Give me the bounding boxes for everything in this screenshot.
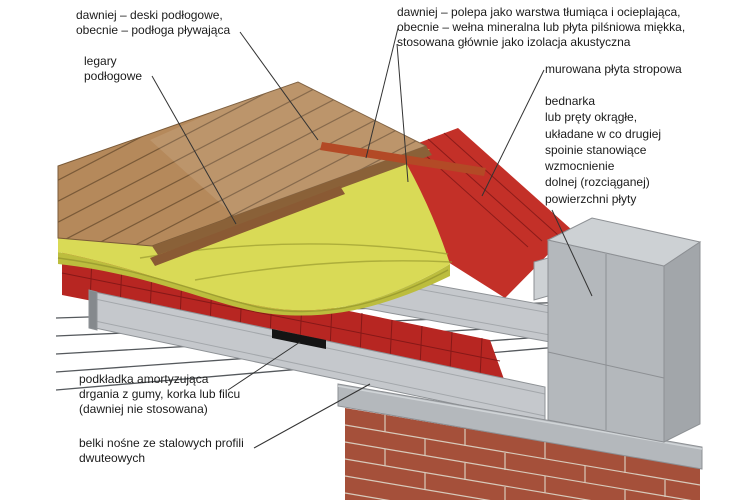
label-line: podkładka amortyzująca	[79, 372, 209, 386]
label-line: murowana płyta stropowa	[545, 62, 682, 76]
leader-lines	[151, 27, 593, 449]
label-line: (dawniej nie stosowana)	[79, 402, 208, 416]
label-murowana-plyta: murowana płyta stropowa	[545, 62, 682, 77]
plank-deck-edge	[152, 146, 432, 255]
label-bednarka: bednarka lub pręty okrągłe, układane w c…	[545, 93, 661, 207]
label-legary: legary podłogowe	[84, 54, 142, 84]
label-line: belki nośne ze stalowych profili	[79, 436, 244, 450]
label-line: obecnie – podłoga pływająca	[76, 23, 231, 37]
label-polepa-welna: dawniej – polepa jako warstwa tłumiąca i…	[397, 5, 685, 50]
label-line: układane w co drugiej	[545, 126, 662, 141]
label-line: bednarka	[545, 94, 596, 108]
label-podkladka: podkładka amortyzująca drgania z gumy, k…	[79, 372, 240, 417]
leader-polepa-2	[396, 43, 409, 183]
damping-pad-lower	[272, 329, 326, 349]
leader-belki	[253, 383, 371, 449]
leader-deski	[239, 31, 319, 141]
plank-deck	[57, 81, 432, 255]
label-line: spoinie stanowiące	[545, 142, 647, 157]
wall-block	[533, 217, 702, 443]
label-line: dolnej (rozciąganej)	[545, 175, 650, 190]
leader-polepa-1	[365, 27, 399, 159]
label-line: dawniej – polepa jako warstwa tłumiąca i…	[397, 5, 681, 19]
leader-murowana	[481, 69, 545, 197]
floor-joist-top	[320, 142, 486, 176]
leader-bednarka	[551, 209, 593, 297]
label-line: legary	[84, 54, 117, 68]
label-line: dwuteowych	[79, 451, 146, 465]
label-line: lub pręty okrągłe,	[545, 110, 638, 125]
label-line: drgania z gumy, korka lub filcu	[79, 387, 241, 401]
label-deski-podlogowe: dawniej – deski podłogowe, obecnie – pod…	[76, 8, 230, 38]
label-line: stosowana głównie jako izolacja akustycz…	[397, 35, 631, 49]
brick-wall	[344, 408, 701, 500]
label-line: powierzchni płyty	[545, 191, 637, 206]
leader-podkladka	[227, 341, 301, 391]
label-line: wzmocnienie	[545, 159, 615, 174]
label-line: podłogowe	[84, 69, 143, 83]
leader-legary	[151, 75, 237, 225]
label-belki-nosne: belki nośne ze stalowych profili dwuteow…	[79, 436, 244, 466]
label-line: obecnie – wełna mineralna lub płyta pilś…	[397, 20, 686, 34]
label-line: dawniej – deski podłogowe,	[76, 8, 223, 22]
floor-joist	[150, 186, 345, 266]
